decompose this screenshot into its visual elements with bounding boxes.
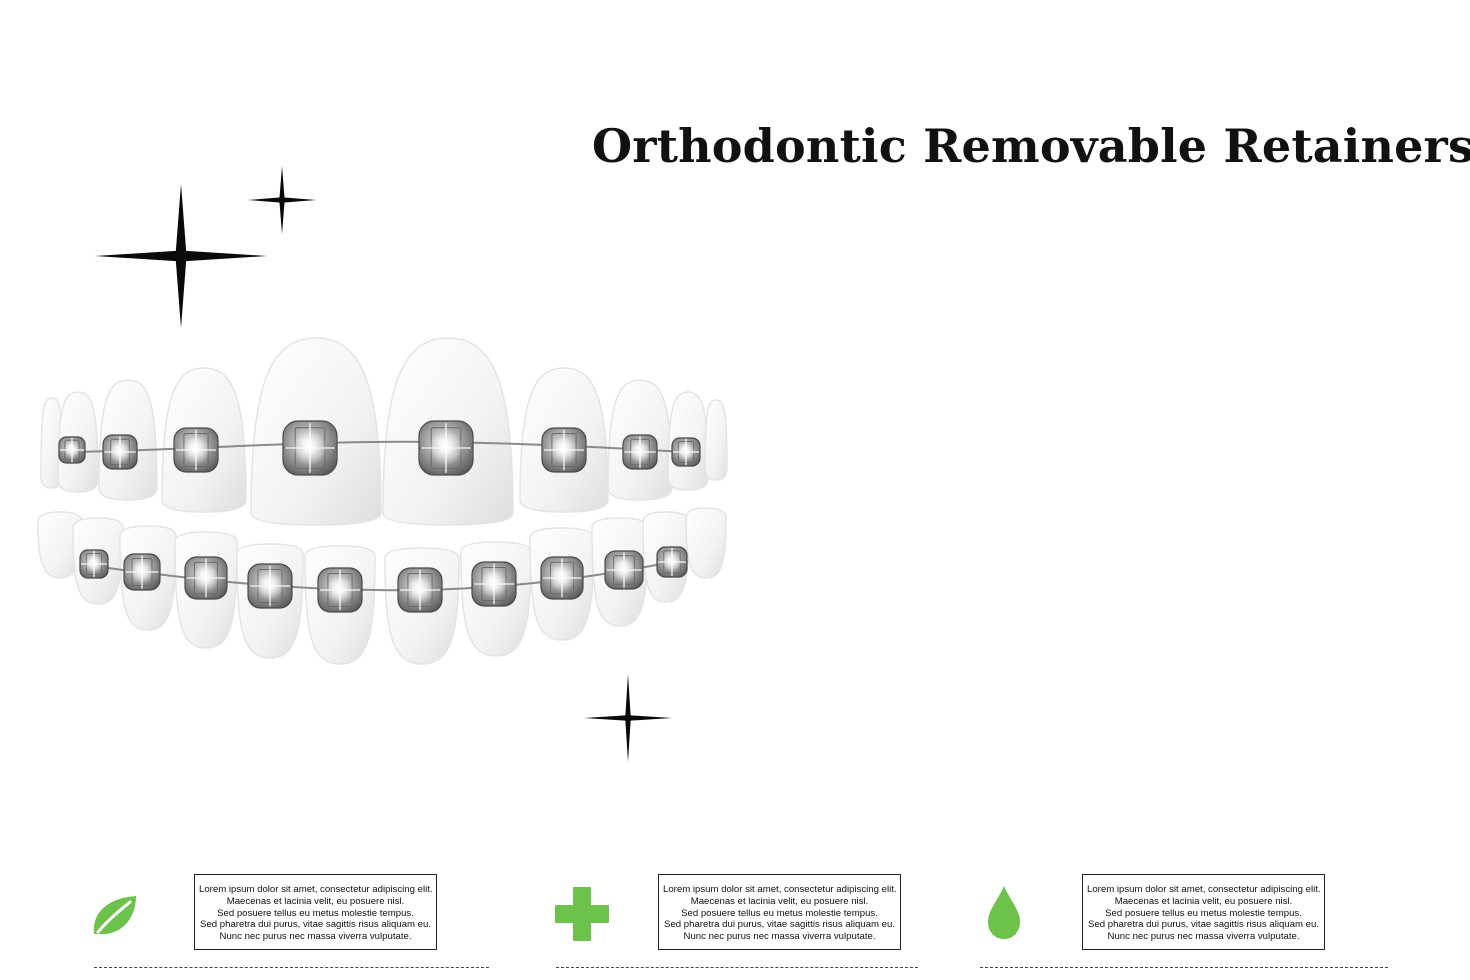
info-text-line: Maecenas et lacinia velit, eu posuere ni… bbox=[226, 895, 405, 907]
info-text-box-3: Lorem ipsum dolor sit amet, consectetur … bbox=[1082, 874, 1325, 950]
info-text-line: Sed posuere tellus eu metus molestie tem… bbox=[217, 907, 414, 919]
lower-bracket bbox=[184, 556, 228, 600]
lower-bracket bbox=[123, 553, 161, 591]
lower-bracket bbox=[471, 561, 517, 607]
upper-bracket bbox=[102, 434, 138, 470]
lower-brackets bbox=[79, 546, 688, 613]
lower-bracket bbox=[604, 550, 644, 590]
info-text-line: Lorem ipsum dolor sit amet, consectetur … bbox=[199, 884, 433, 895]
lower-bracket bbox=[540, 556, 584, 600]
lower-bracket bbox=[397, 567, 443, 613]
info-block-2: Lorem ipsum dolor sit amet, consectetur … bbox=[550, 872, 920, 972]
info-text-line: Lorem ipsum dolor sit amet, consectetur … bbox=[663, 884, 897, 895]
sparkle-icon bbox=[584, 674, 672, 762]
upper-bracket bbox=[58, 436, 86, 464]
lower-bracket bbox=[79, 549, 109, 579]
sparkle-icons bbox=[95, 166, 672, 762]
lower-bracket bbox=[247, 563, 293, 609]
info-text-box-2: Lorem ipsum dolor sit amet, consectetur … bbox=[658, 874, 901, 950]
info-text-box-1: Lorem ipsum dolor sit amet, consectetur … bbox=[194, 874, 437, 950]
teeth-braces-illustration bbox=[37, 166, 728, 762]
dashed-divider bbox=[94, 967, 489, 968]
info-text-line: Nunc nec purus nec massa viverra vulputa… bbox=[1107, 931, 1300, 943]
dashed-divider bbox=[556, 967, 918, 968]
info-text-line: Maecenas et lacinia velit, eu posuere ni… bbox=[690, 895, 869, 907]
drop-icon bbox=[988, 886, 1020, 939]
sparkle-icon bbox=[248, 166, 316, 234]
plus-icon bbox=[555, 887, 609, 941]
upper-bracket bbox=[671, 437, 701, 467]
info-block-1: Lorem ipsum dolor sit amet, consectetur … bbox=[90, 872, 490, 972]
info-text-line: Lorem ipsum dolor sit amet, consectetur … bbox=[1087, 884, 1321, 895]
page-title: Orthodontic Removable Retainers bbox=[592, 118, 1470, 173]
upper-teeth bbox=[40, 337, 728, 526]
info-text-line: Sed pharetra dui purus, vitae sagittis r… bbox=[1088, 919, 1319, 931]
info-text-line: Sed pharetra dui purus, vitae sagittis r… bbox=[200, 919, 431, 931]
info-text-line: Sed pharetra dui purus, vitae sagittis r… bbox=[664, 919, 895, 931]
leaf-icon bbox=[93, 896, 136, 935]
sparkle-icon bbox=[95, 184, 267, 328]
info-block-3: Lorem ipsum dolor sit amet, consectetur … bbox=[978, 872, 1390, 972]
lower-bracket bbox=[656, 546, 688, 578]
upper-bracket bbox=[622, 434, 658, 470]
upper-tooth bbox=[704, 399, 728, 481]
info-text-line: Sed posuere tellus eu metus molestie tem… bbox=[681, 907, 878, 919]
info-text-line: Sed posuere tellus eu metus molestie tem… bbox=[1105, 907, 1302, 919]
lower-tooth bbox=[685, 507, 727, 579]
info-text-line: Maecenas et lacinia velit, eu posuere ni… bbox=[1114, 895, 1293, 907]
info-text-line: Nunc nec purus nec massa viverra vulputa… bbox=[683, 931, 876, 943]
dashed-divider bbox=[980, 967, 1388, 968]
upper-bracket bbox=[282, 420, 338, 476]
upper-bracket bbox=[418, 420, 474, 476]
upper-brackets bbox=[58, 420, 701, 476]
lower-bracket bbox=[317, 567, 363, 613]
upper-bracket bbox=[173, 427, 219, 473]
upper-bracket bbox=[541, 427, 587, 473]
info-text-line: Nunc nec purus nec massa viverra vulputa… bbox=[219, 931, 412, 943]
